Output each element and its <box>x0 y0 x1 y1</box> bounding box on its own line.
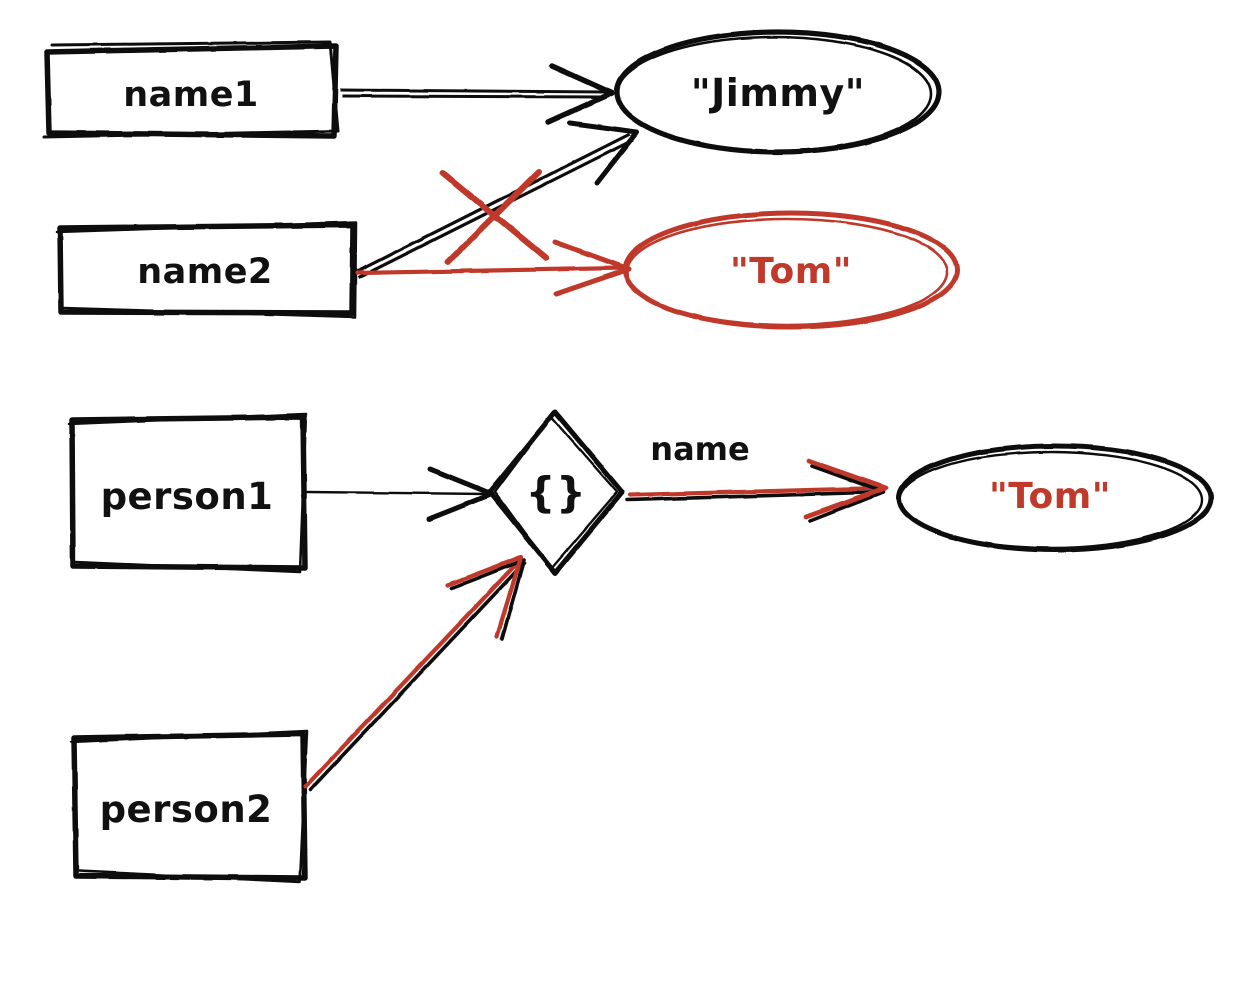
node-jimmy-ellipse[interactable] <box>614 29 942 155</box>
node-person1-label: person1 <box>101 475 274 518</box>
edge-person1-to-diamond[interactable] <box>305 466 495 522</box>
node-name1-box[interactable] <box>42 40 340 139</box>
edge-name1-to-jimmy[interactable] <box>339 63 615 125</box>
node-braces-diamond[interactable] <box>487 409 625 576</box>
edge-name2-to-tom[interactable] <box>354 239 632 297</box>
annotation-cross-out-mark <box>440 169 549 265</box>
edge-name-label: name <box>650 430 749 468</box>
node-person2-label: person2 <box>100 788 273 831</box>
node-tom-black-label: "Tom" <box>989 476 1111 517</box>
edge-diamond-to-tom[interactable] <box>625 458 889 523</box>
edge-person2-to-diamond[interactable] <box>302 554 526 792</box>
node-name2-box[interactable] <box>55 220 358 319</box>
node-jimmy-label: "Jimmy" <box>691 71 865 115</box>
node-tom-black-ellipse[interactable] <box>896 443 1214 553</box>
node-braces-label: {} <box>526 468 587 517</box>
edge-name2-to-jimmy[interactable] <box>355 120 640 280</box>
node-name1-label: name1 <box>123 75 259 115</box>
node-name2-label: name2 <box>137 252 273 292</box>
node-person1-box[interactable] <box>67 412 308 574</box>
node-person2-box[interactable] <box>69 729 309 884</box>
node-tom-red-label: "Tom" <box>730 251 852 292</box>
